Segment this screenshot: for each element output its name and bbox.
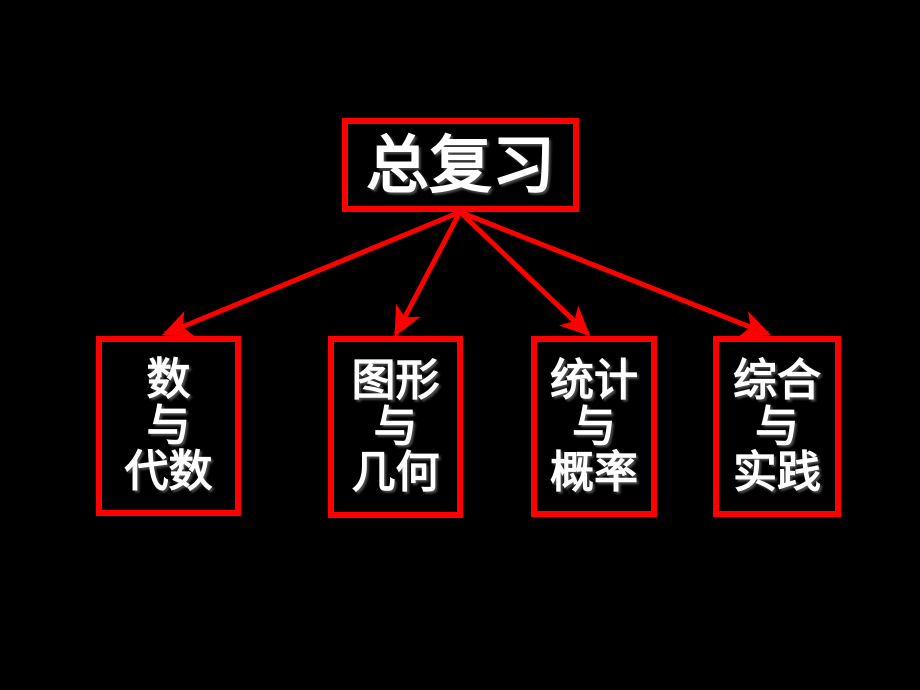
node-leaf-0-line-0: 数 bbox=[146, 354, 191, 405]
node-leaf-3-line-2: 实践 bbox=[733, 446, 821, 498]
node-leaf-1-line-1: 与 bbox=[373, 401, 418, 452]
node-leaf-shu-yu-daishu[interactable]: 数 与 代数 bbox=[96, 336, 241, 516]
connector-root-to-leaf-0 bbox=[162, 209, 461, 337]
node-leaf-2-line-0: 统计 bbox=[550, 354, 638, 406]
node-root-line-0: 总复习 bbox=[366, 128, 555, 202]
node-leaf-tuxing-yu-jihe[interactable]: 图形 与 几何 bbox=[328, 336, 463, 518]
node-root[interactable]: 总复习 bbox=[342, 118, 579, 212]
node-leaf-0-line-1: 与 bbox=[146, 400, 191, 451]
node-leaf-0-line-2: 代数 bbox=[124, 446, 213, 497]
node-leaf-1-line-2: 几何 bbox=[351, 447, 440, 498]
node-leaf-3-line-0: 综合 bbox=[733, 354, 821, 406]
node-leaf-2-line-2: 概率 bbox=[550, 446, 638, 498]
node-leaf-3-line-1: 与 bbox=[755, 400, 799, 452]
node-leaf-2-line-1: 与 bbox=[572, 400, 616, 452]
node-leaf-tongji-yu-gailv[interactable]: 统计 与 概率 bbox=[531, 336, 657, 517]
connector-root-to-leaf-3 bbox=[459, 209, 771, 338]
node-leaf-1-line-0: 图形 bbox=[351, 355, 440, 406]
connector-root-to-leaf-2 bbox=[458, 210, 591, 337]
connector-root-to-leaf-1 bbox=[393, 210, 463, 337]
node-leaf-zonghe-yu-shijian[interactable]: 综合 与 实践 bbox=[713, 336, 841, 517]
